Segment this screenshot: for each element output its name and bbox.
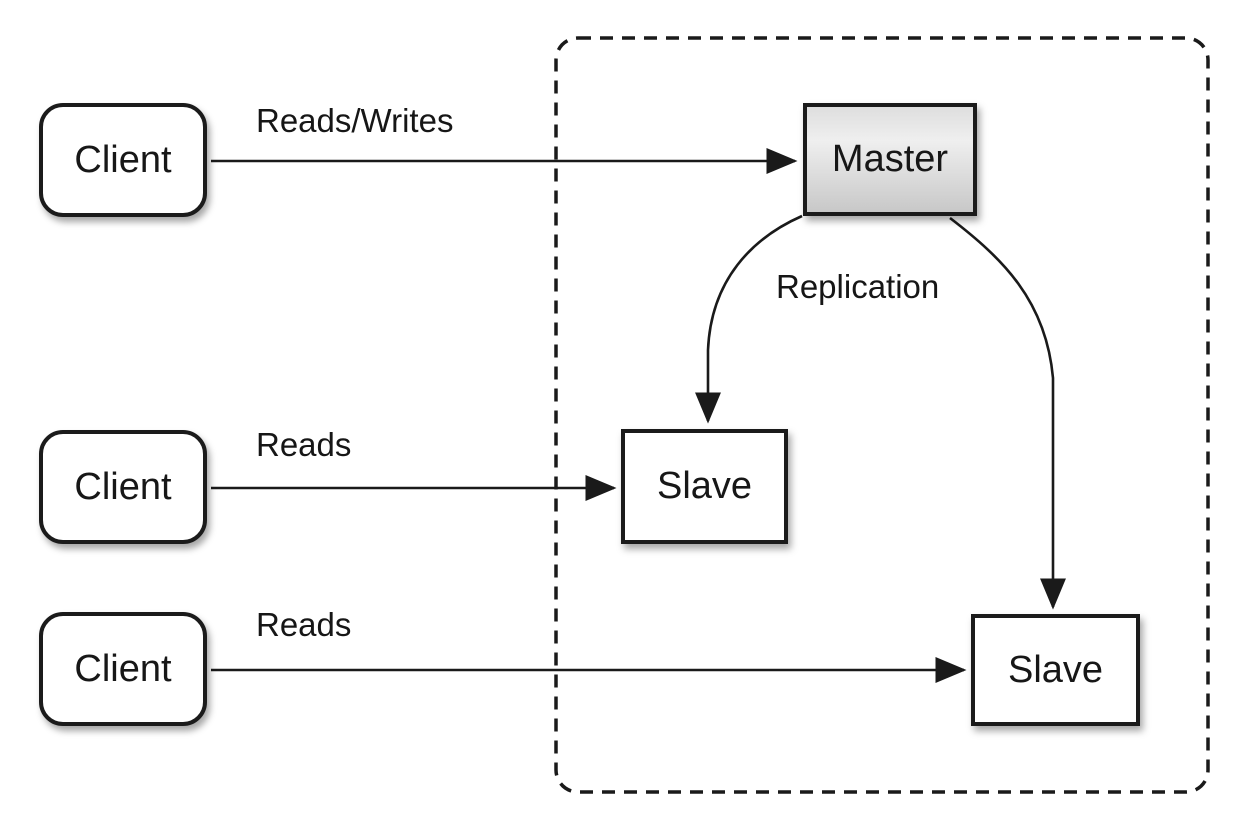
slave-node-right-label: Slave	[1007, 648, 1104, 691]
replication-edge-label: Replication	[776, 268, 940, 305]
client-node-bottom: Client	[39, 612, 207, 726]
reads-bottom-edge-label: Reads	[256, 606, 352, 643]
client-node-middle-label: Client	[74, 465, 172, 508]
slave-node-left: Slave	[621, 429, 788, 544]
client-node-middle: Client	[39, 430, 207, 544]
reads-middle-edge-label: Reads	[256, 426, 352, 463]
master-node-label: Master	[831, 138, 949, 180]
replication-group-boundary	[554, 36, 1210, 794]
slave-node-left-label: Slave	[656, 465, 753, 507]
slave-node-right: Slave	[971, 614, 1140, 726]
client-node-top-label: Client	[74, 138, 172, 181]
replication-arrow-right-curve	[949, 216, 1066, 610]
client-node-top: Client	[39, 103, 207, 217]
reads-writes-edge-label: Reads/Writes	[256, 102, 454, 139]
client-node-bottom-label: Client	[74, 647, 172, 690]
replication-arrow-left-curve	[695, 214, 803, 424]
master-node: Master	[803, 103, 977, 216]
